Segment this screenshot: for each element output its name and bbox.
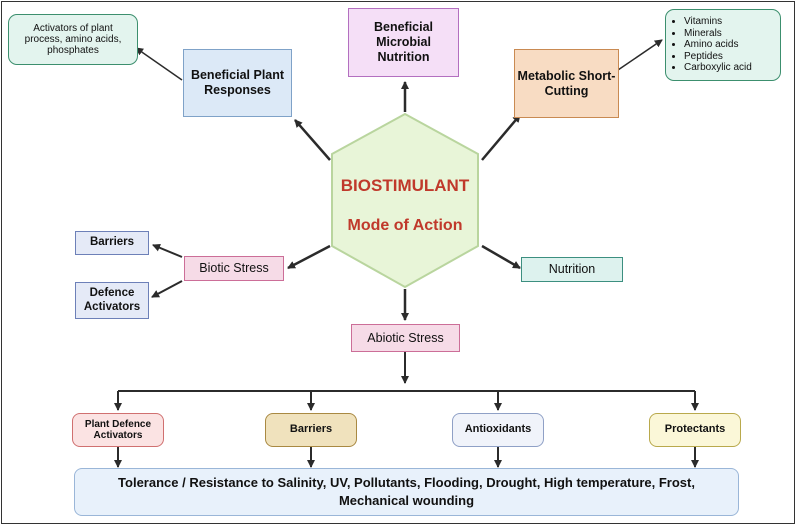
metabolic-short-cutting-box: Metabolic Short-Cutting [514,49,619,118]
beneficial-microbial-nutrition-box: Beneficial Microbial Nutrition [348,8,459,77]
beneficial-plant-responses-box: Beneficial Plant Responses [183,49,292,117]
list-item: Vitamins [684,16,752,28]
center-title: BIOSTIMULANT [340,176,470,195]
arrow-to-beneficial-plant-responses [294,119,331,161]
metabolic-list-box: Vitamins Minerals Amino acids Peptides C… [665,9,781,81]
arrow-to-activators-note [135,47,183,81]
barriers-bottom-box: Barriers [265,413,357,447]
list-item: Peptides [684,51,752,63]
protectants-box: Protectants [649,413,741,447]
biotic-stress-box: Biotic Stress [184,256,284,281]
arrow-to-nutrition [481,244,521,270]
center-hexagon [331,112,479,289]
arrow-to-biotic-stress [287,244,331,270]
metabolic-list: Vitamins Minerals Amino acids Peptides C… [666,16,752,74]
arrow-to-metabolic-list [617,39,663,71]
center-subtitle: Mode of Action [347,217,463,234]
nutrition-box: Nutrition [521,257,623,282]
abiotic-stress-box: Abiotic Stress [351,324,460,352]
list-item: Amino acids [684,39,752,51]
arrow-to-metabolic-short-cutting [481,114,521,161]
list-item: Carboxylic acid [684,62,752,74]
tolerance-box: Tolerance / Resistance to Salinity, UV, … [74,468,739,516]
antioxidants-box: Antioxidants [452,413,544,447]
arrow-to-barriers-top [152,243,183,258]
activators-note: Activators of plant process, amino acids… [8,14,138,65]
plant-defence-activators-box: Plant Defence Activators [72,413,164,447]
defence-activators-box: Defence Activators [75,282,149,319]
arrow-to-defence-activators [151,280,183,298]
list-item: Minerals [684,28,752,40]
barriers-top-box: Barriers [75,231,149,255]
